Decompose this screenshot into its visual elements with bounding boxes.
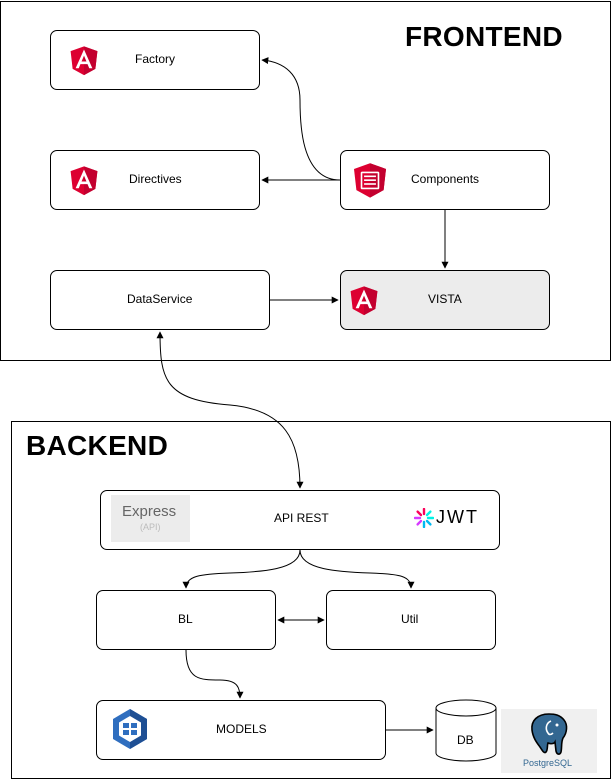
bl-node[interactable] — [96, 590, 276, 650]
dataservice-label: DataService — [127, 292, 193, 306]
bl-to-models-arrow — [185, 649, 244, 699]
vista-label: VISTA — [428, 292, 462, 306]
express-logo-subtext: (API) — [140, 522, 161, 532]
components-label: Components — [411, 172, 480, 186]
api-to-util-arrow — [299, 549, 415, 589]
angular-logo-icon — [70, 166, 98, 196]
bl-label: BL — [178, 612, 193, 626]
api-rest-label: API REST — [274, 511, 329, 525]
angular-component-icon — [354, 163, 386, 198]
directives-label: Directives — [129, 172, 182, 186]
factory-label: Factory — [135, 52, 176, 66]
dataservice-api-bidirectional-arrow — [156, 331, 304, 489]
express-logo-icon — [111, 495, 190, 542]
frontend-title: FRONTEND — [405, 21, 563, 52]
models-label: MODELS — [216, 722, 267, 736]
directives-node[interactable] — [50, 150, 260, 210]
components-to-factory-arrow — [261, 57, 341, 181]
postgresql-logo-text: PostgreSQL — [523, 758, 573, 768]
util-label: Util — [401, 612, 419, 626]
jwt-logo-icon — [414, 508, 434, 528]
dataservice-node[interactable] — [50, 270, 270, 330]
backend-title: BACKEND — [26, 430, 169, 461]
db-cylinder[interactable] — [435, 699, 497, 762]
express-logo-text: Express — [122, 503, 177, 520]
jwt-logo-text: JWT — [436, 507, 479, 527]
db-label: DB — [457, 733, 474, 747]
util-node[interactable] — [326, 590, 496, 650]
api-to-bl-arrow — [182, 549, 301, 589]
vista-node[interactable] — [340, 270, 550, 330]
angular-logo-icon — [70, 46, 98, 76]
sequelize-logo-icon — [113, 709, 147, 749]
angular-logo-icon — [350, 286, 378, 316]
postgresql-elephant-icon — [531, 713, 568, 755]
